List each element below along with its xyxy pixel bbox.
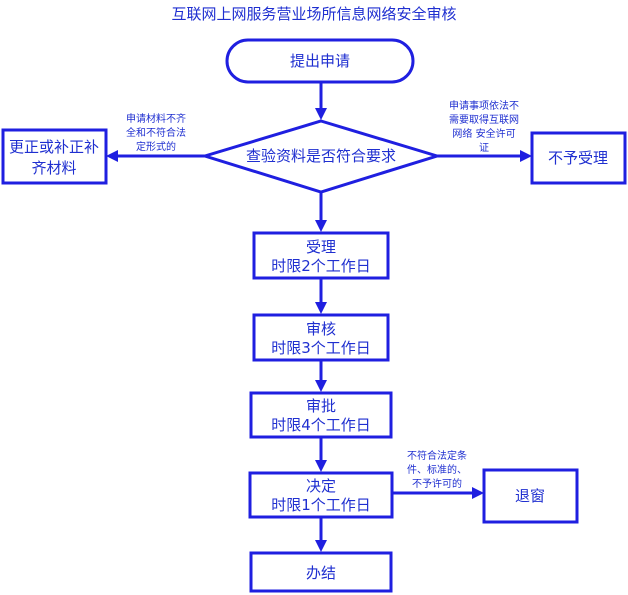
return-label: 退窗 [515,487,545,505]
finish-label: 办结 [306,564,336,582]
approve-label-line2: 时限4个工作日 [271,416,371,434]
correct-label-line2: 齐材料 [31,159,76,177]
decide-label-line2: 时限1个工作日 [271,496,371,514]
node-check: 查验资料是否符合要求 [199,119,443,194]
arrowhead-start-check [315,108,327,120]
to-reject-line2: 需要取得互联网 [449,114,519,126]
edge-label-to-correct: 申请材料不齐 全和不符合法 定形式的 [126,112,186,153]
arrowhead-accept-review [315,302,327,314]
correct-label-line1: 更正或补正补 [9,138,99,156]
arrowhead-check-reject [520,150,532,162]
node-correct: 更正或补正补 齐材料 [1,128,108,185]
to-return-line1: 不符合法定条 [407,449,467,462]
edge-label-to-return: 不符合法定条 件、标准的、 不予许可的 [407,449,467,490]
to-correct-line1: 申请材料不齐 [126,112,186,125]
start-label: 提出申请 [290,52,350,70]
review-label-line2: 时限3个工作日 [271,339,371,357]
to-reject-line1: 申请事项依法不 [449,99,519,112]
reject-box-shape [530,131,627,185]
accept-label-line2: 时限2个工作日 [271,257,371,275]
reject-label: 不予受理 [548,149,608,167]
node-reject: 不予受理 [530,131,627,185]
approve-box-shape [249,391,393,439]
node-accept: 受理 时限2个工作日 [252,231,390,280]
to-return-line2: 件、标准的、 [407,463,467,476]
arrowhead-decide-finish [315,540,327,552]
arrowhead-check-accept [315,220,327,232]
decide-label-line1: 决定 [306,477,336,495]
accept-label-line1: 受理 [306,238,336,256]
node-finish: 办结 [249,551,393,593]
accept-box-shape [252,231,390,280]
to-correct-line2: 全和不符合法 [126,126,186,139]
to-correct-line3: 定形式的 [136,140,176,153]
review-label-line1: 审核 [306,320,336,338]
node-decide: 决定 时限1个工作日 [248,471,394,519]
node-start: 提出申请 [225,38,415,84]
review-box-shape [252,313,390,362]
arrowhead-approve-decide [315,460,327,472]
finish-box-shape [249,551,393,593]
node-return: 退窗 [482,468,579,524]
return-box-shape [482,468,579,524]
arrowhead-review-approve [315,380,327,392]
node-review: 审核 时限3个工作日 [252,313,390,362]
check-label: 查验资料是否符合要求 [246,147,396,165]
to-return-line3: 不予许可的 [412,477,462,490]
connectors [106,82,532,552]
diagram-title: 互联网上网服务营业场所信息网络安全审核 [171,5,456,23]
decide-box-shape [248,471,394,519]
arrowhead-check-correct [106,150,118,162]
approve-label-line1: 审批 [306,397,336,415]
correct-box-shape [1,128,108,185]
to-reject-line3: 网络 安全许可 [452,127,515,140]
edge-label-to-reject: 申请事项依法不 需要取得互联网 网络 安全许可 证 [449,99,519,154]
start-terminal-shape [225,38,415,84]
check-diamond-shape [199,119,443,194]
node-approve: 审批 时限4个工作日 [249,391,393,439]
arrowhead-decide-return [472,487,484,499]
to-reject-line4: 证 [479,142,489,154]
